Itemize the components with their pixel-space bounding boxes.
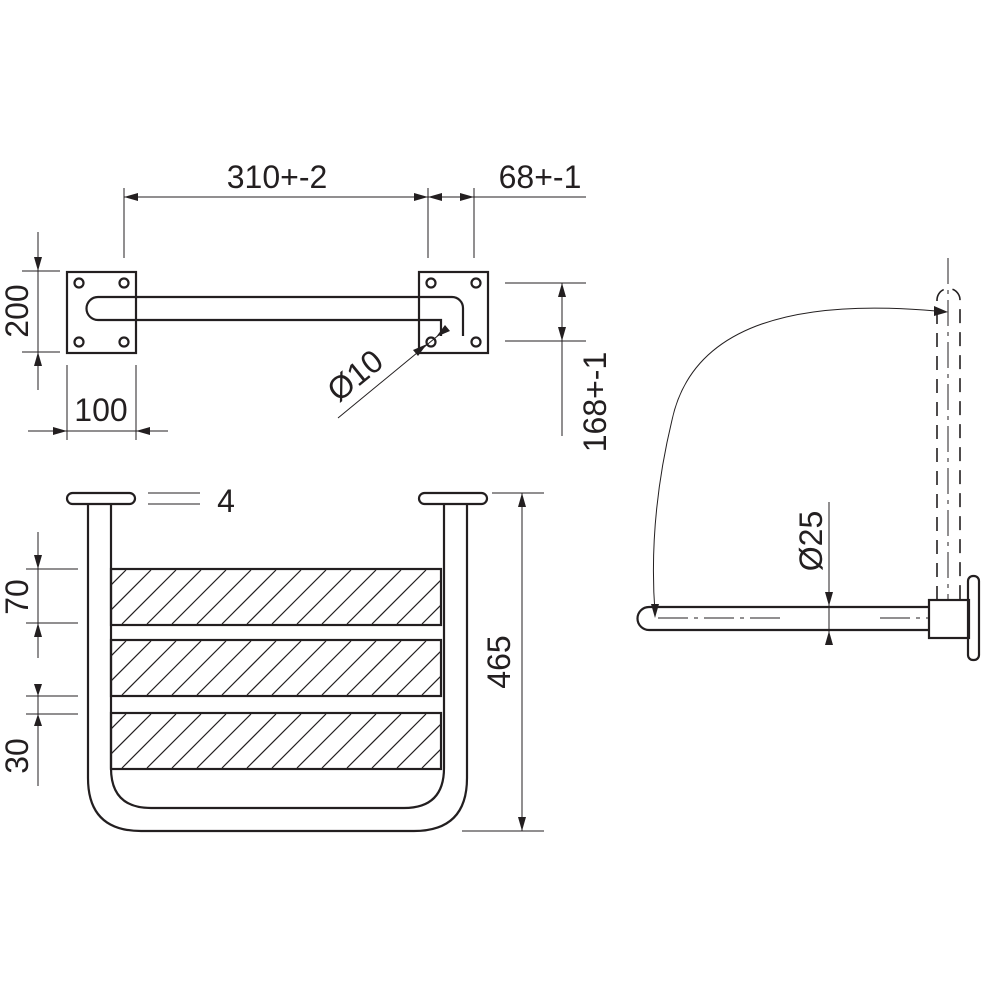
plate-hole bbox=[470, 277, 482, 289]
plate-hole bbox=[118, 336, 130, 348]
side-view: Ø25 bbox=[636, 258, 981, 662]
dim-slat-gap-label: 30 bbox=[0, 738, 35, 774]
right-mounting-plate bbox=[417, 270, 490, 355]
u-frame-inner bbox=[109, 504, 446, 810]
top-view: 310+-2 68+-1 200 100 Ø10 168+-1 bbox=[0, 159, 613, 452]
dim-projection-label: 168+-1 bbox=[577, 352, 613, 453]
right-top-plate bbox=[417, 491, 489, 506]
wall-plate bbox=[966, 574, 981, 662]
left-top-plate bbox=[65, 491, 137, 506]
dim-tube-diameter-label: Ø25 bbox=[793, 511, 829, 571]
slat bbox=[109, 567, 443, 627]
raised-position-tube bbox=[936, 287, 961, 600]
plate-hole bbox=[425, 277, 437, 289]
dim-total-height-label: 465 bbox=[481, 635, 517, 688]
dim-plate-thickness-label: 4 bbox=[217, 483, 235, 519]
dim-hole-diameter-label: Ø10 bbox=[320, 342, 390, 408]
dim-plate-height-label: 200 bbox=[0, 284, 35, 337]
slat bbox=[109, 711, 443, 771]
lowered-tube bbox=[636, 605, 928, 632]
plate-hole bbox=[470, 336, 482, 348]
plate-hole bbox=[118, 277, 130, 289]
left-mounting-plate bbox=[65, 270, 138, 355]
top-bar-tube bbox=[85, 295, 465, 336]
wall-bracket bbox=[927, 598, 971, 640]
dim-slat-height-label: 70 bbox=[0, 579, 35, 615]
plate-hole bbox=[73, 336, 85, 348]
swing-arc bbox=[652, 307, 937, 614]
plate-hole bbox=[73, 277, 85, 289]
slat-hatch bbox=[112, 570, 440, 624]
front-view: 4 70 30 465 bbox=[0, 483, 544, 833]
dim-plate-offset-label: 68+-1 bbox=[499, 159, 582, 195]
plate-hole bbox=[425, 336, 437, 348]
dim-length-label: 310+-2 bbox=[227, 159, 328, 195]
slat bbox=[109, 638, 443, 698]
u-frame-outer bbox=[86, 504, 469, 833]
dim-plate-width-label: 100 bbox=[74, 392, 127, 428]
slat-hatch bbox=[112, 714, 440, 768]
slat-hatch bbox=[112, 641, 440, 695]
